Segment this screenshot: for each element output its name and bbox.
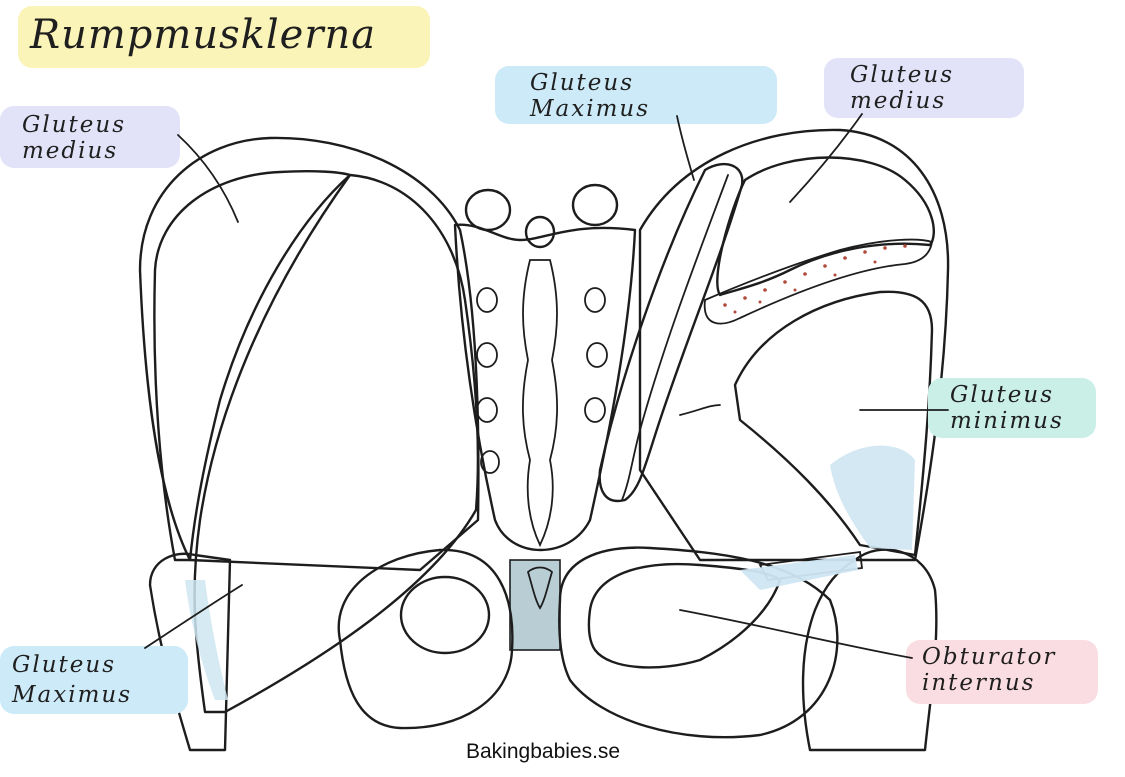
left-gluteus-maximus-muscle: [193, 173, 480, 714]
sacral-foramen: [584, 397, 606, 423]
label-left-medius: Gluteus: [22, 112, 126, 138]
right-ilium-inner-line: [679, 404, 721, 416]
right-maximus-inner-line: [621, 174, 729, 501]
leader-right-maximus: [676, 115, 695, 181]
sacral-foramen: [476, 287, 498, 313]
page-title: Rumpmusklerna: [29, 12, 376, 58]
obturator-tendon: [740, 555, 858, 590]
label-right-maximus-line2: Maximus: [529, 96, 650, 122]
coccyx: [526, 566, 554, 610]
label-obturator-line2: internus: [922, 670, 1035, 696]
left-ischium: [337, 548, 514, 730]
leader-left-maximus: [144, 584, 243, 649]
pelvis-bones: [138, 128, 950, 752]
label-obturator: Obturator: [922, 644, 1056, 670]
right-femur: [801, 548, 938, 752]
left-gluteus-medius-muscle: [153, 170, 352, 562]
left-obturator-foramen: [399, 575, 491, 655]
left-maximus-tendon: [185, 580, 228, 700]
label-bg-obturator: [906, 640, 1098, 704]
sacral-foramen: [476, 342, 498, 368]
right-ilium: [638, 128, 950, 562]
label-right-minimus-line2: minimus: [950, 408, 1064, 434]
sacral-foramen: [584, 287, 606, 313]
leader-right-medius: [789, 113, 863, 203]
sacral-knob-mid: [524, 215, 556, 249]
right-gluteus-minimus-muscle: [733, 290, 934, 557]
sacrum: [453, 223, 637, 552]
right-ischium: [558, 546, 839, 739]
label-bg-right-medius: [824, 58, 1024, 118]
label-right-maximus: Gluteus: [530, 70, 634, 96]
label-right-minimus: Gluteus: [950, 382, 1054, 408]
label-left-maximus-line2: Maximus: [11, 682, 132, 708]
right-gluteus-medius-muscle: [716, 156, 935, 297]
right-gluteus-maximus-muscle: [598, 162, 744, 503]
label-bg-right-maximus: [495, 66, 777, 124]
dot-texture: [723, 244, 907, 314]
label-bg-left-medius: [0, 106, 180, 168]
label-left-medius-line2: medius: [22, 138, 118, 164]
label-right-medius: Gluteus: [850, 62, 954, 88]
label-right-medius-line2: medius: [850, 88, 946, 114]
label-left-maximus: Gluteus: [12, 652, 116, 678]
sacral-foramen: [480, 450, 500, 474]
sacral-foramen: [586, 342, 608, 368]
title-highlight: [18, 6, 430, 68]
median-sacral-crest: [522, 259, 558, 548]
sacral-knob-right: [571, 183, 619, 227]
right-obturator-internus-muscle: [587, 562, 782, 669]
right-minimus-tendon: [830, 445, 915, 550]
right-medius-dotted-band: [703, 238, 934, 325]
label-bg-left-maximus: [0, 646, 188, 714]
leader-left-medius: [177, 134, 239, 223]
site-credit: Bakingbabies.se: [466, 740, 620, 763]
coccyx-region: [509, 559, 561, 651]
sacral-foramen: [476, 397, 498, 423]
leader-obturator: [679, 609, 913, 659]
label-bg-right-minimus: [928, 378, 1096, 438]
sacral-knob-left: [464, 188, 512, 232]
